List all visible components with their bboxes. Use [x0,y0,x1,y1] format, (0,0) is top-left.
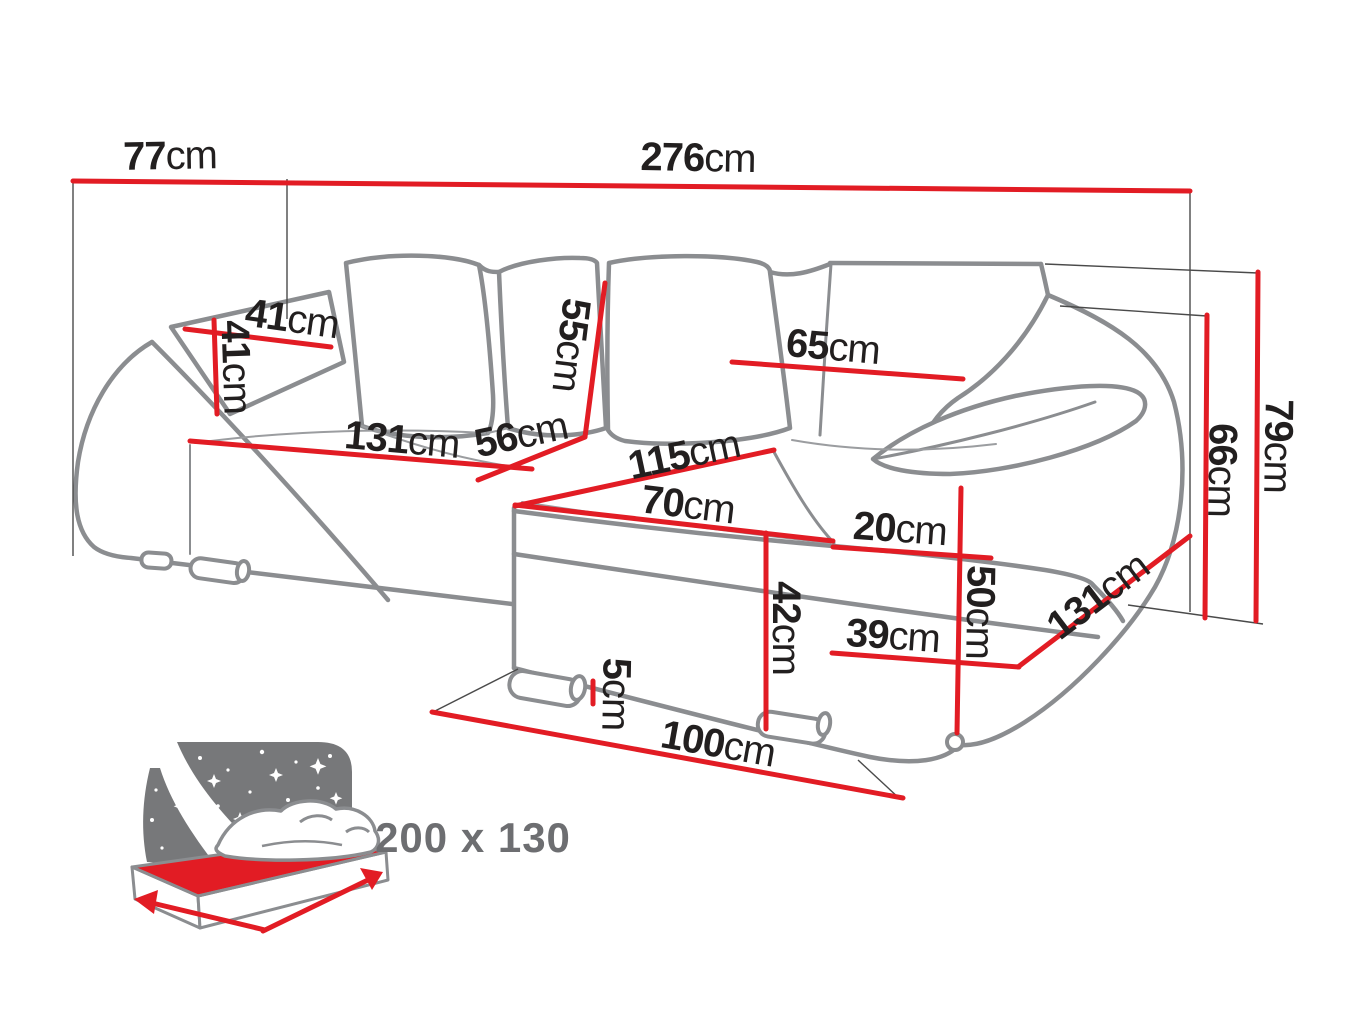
night-sky-small-panel [143,768,218,868]
chaise-right-edge [1090,582,1126,624]
dimension-lines [70,178,1261,801]
bed-arrow-width-head [134,890,158,914]
seat-deck-line-a [194,429,486,444]
bed-arrow-depth-head [360,868,383,890]
backrest-bottom-line [791,439,997,451]
foot-left-long-cap [234,559,252,583]
ext-79-top [1044,263,1259,274]
left-arm-outer [73,339,515,607]
right-arm-outer [959,292,1185,748]
bed-arrow-width-line [149,900,268,933]
dimension-line-bed-115 [512,447,777,509]
dimension-line-seat-56 [475,434,588,483]
bolster-crease [871,400,1097,461]
chaise-deck-right-edge [772,450,836,545]
chaise-top-front-edge [511,508,1096,588]
right-arm-step [1038,261,1051,298]
foot-chaise-left-cap [568,674,588,702]
ext-bottom-right [1127,604,1264,625]
dimension-line-height-79 [1253,269,1261,624]
bed-pillow-fold-2 [345,826,371,834]
bolster-cushion [870,383,1148,477]
foot-left-small [139,550,174,571]
foot-chaise-right-cap [815,711,833,737]
dimension-line-armrest-20 [830,544,994,561]
left-arm-inner [149,339,391,603]
sofa-bed-function-icon [130,742,390,934]
extension-lines [72,179,1264,800]
back-top-dip [767,261,833,277]
dimension-line-chaise-131 [1015,533,1193,670]
back-pillow-left [343,253,496,440]
sofa-feet [139,550,965,752]
dimension-line-pillow-41h [182,326,334,350]
pillow-gap [476,262,502,275]
dimension-line-seat-131 [187,438,535,472]
bed-size-arrows [134,868,383,934]
back-right-panel [827,260,1044,267]
dimension-line-arm-height-50 [954,485,964,736]
ext-66-top [1059,305,1208,317]
dimension-line-arm-depth-39 [829,650,1022,670]
dimension-line-backrest-55 [582,280,608,440]
dimension-line-backrest-65 [729,359,966,382]
bed-arrow-depth-line [260,876,373,934]
ext-100-right [857,759,901,800]
bed-blanket-squiggle [261,840,343,848]
bed-pillow-fold-1 [299,814,333,824]
chaise-mattress-seam [511,551,1101,640]
dimension-line-chaise-70 [512,502,836,544]
back-pillow-right [605,253,793,446]
dimension-line-floor-100 [429,709,906,801]
back-right-panel-left-edge [818,262,833,437]
sofa-outline [73,253,1185,764]
bed-size-label: 200 x 130 [375,814,571,861]
dimension-line-height-66 [1202,312,1210,621]
dimension-line-width-total [70,178,1193,194]
dimension-line-pillow-41v [211,317,220,417]
seat-deck-line-c [487,427,510,434]
armrest-pillow [168,289,347,417]
foot-far-right [945,732,965,752]
ext-100-left [432,668,519,713]
